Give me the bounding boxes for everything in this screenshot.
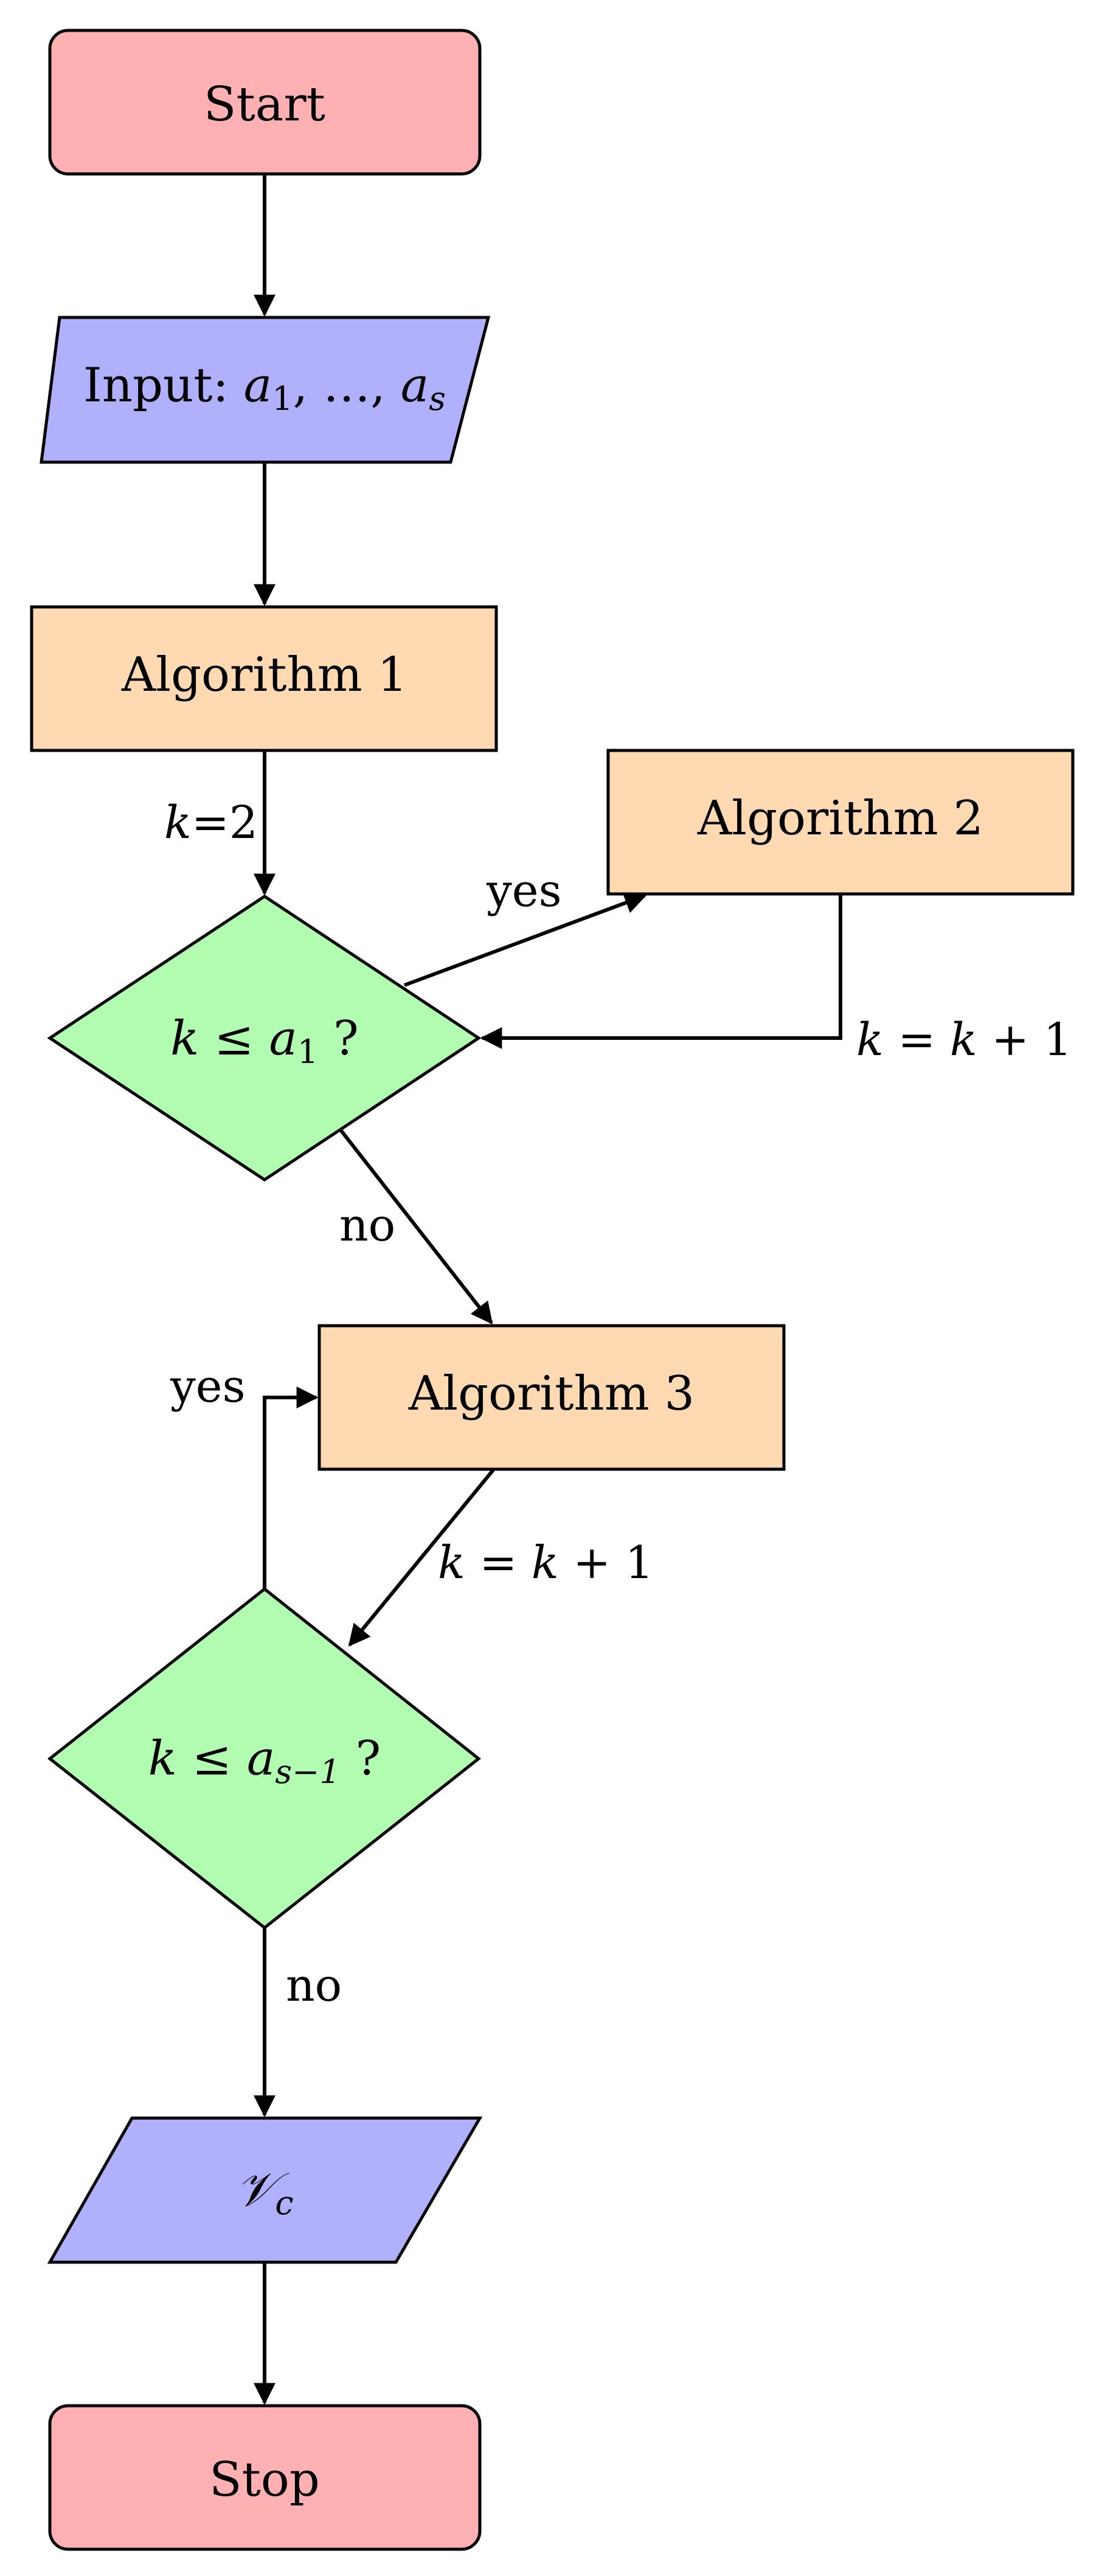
decision-1-node — [47, 895, 482, 1182]
decision-2-a: a — [247, 1731, 275, 1786]
decision-1-label: k ≤ a1 ? — [170, 1011, 359, 1071]
edge-label-no-1: no — [339, 1199, 395, 1252]
algorithm-2-node — [606, 749, 1075, 896]
input-as: a — [401, 358, 429, 413]
algorithm-2-label: Algorithm 2 — [697, 791, 983, 846]
output-node — [47, 2116, 483, 2264]
decision-2-q: ? — [341, 1731, 381, 1786]
edge-alg3-dec2 — [348, 1468, 496, 1647]
input-label: Input: a1, …, as — [83, 358, 446, 418]
decision-1-q: ? — [318, 1011, 359, 1066]
edge-label-yes-1: yes — [486, 865, 562, 917]
edge-label-inc1-rest: + 1 — [977, 1014, 1072, 1066]
decision-1-op: ≤ — [199, 1011, 269, 1066]
edge-alg2-dec1-loop — [480, 894, 842, 1049]
decision-2-label: k ≤ as−1 ? — [148, 1731, 381, 1791]
input-a1-sub: 1 — [272, 379, 293, 418]
edge-label-inc2-k: k — [438, 1537, 465, 1589]
decision-1-k: k — [170, 1011, 199, 1066]
edge-label-yes-2: yes — [170, 1360, 246, 1413]
stop-label: Stop — [209, 2453, 320, 2507]
decision-1-a: a — [269, 1011, 297, 1066]
input-sep: , …, — [293, 358, 401, 413]
input-a1: a — [244, 358, 272, 413]
edge-label-init-k: k — [164, 797, 192, 849]
input-prefix: Input: — [83, 358, 244, 413]
edge-dec1-alg3-no — [339, 1129, 493, 1324]
algorithm-3-node — [317, 1324, 786, 1471]
decision-2-a-sub: s−1 — [275, 1753, 340, 1791]
input-node — [40, 316, 491, 464]
start-label: Start — [204, 77, 325, 132]
edge-label-inc1-eq: = — [884, 1014, 950, 1066]
decision-2-op: ≤ — [177, 1731, 247, 1786]
edge-label-init-rest: =2 — [192, 797, 258, 849]
output-v-sub: c — [275, 2184, 293, 2222]
input-as-sub: s — [429, 379, 446, 418]
edge-label-inc1-k: k — [856, 1014, 884, 1066]
algorithm-3-label: Algorithm 3 — [408, 1366, 695, 1421]
edge-label-inc1-k2: k — [950, 1014, 977, 1066]
algorithm-1-node — [30, 605, 498, 752]
stop-node — [48, 2404, 482, 2551]
edge-label-inc2-k2: k — [532, 1537, 559, 1589]
edge-label-increment-1: k = k + 1 — [856, 1014, 1072, 1066]
edge-label-init: k=2 — [164, 797, 258, 849]
edge-label-inc2-rest: + 1 — [559, 1537, 654, 1589]
edge-dec1-alg2-yes — [403, 892, 647, 987]
decision-1-a-sub: 1 — [297, 1033, 318, 1071]
edge-label-no-2: no — [286, 1959, 342, 2012]
decision-2-k: k — [148, 1731, 177, 1786]
algorithm-1-label: Algorithm 1 — [121, 648, 407, 702]
edge-label-inc2-eq: = — [465, 1537, 532, 1589]
edge-dec2-alg3-yes — [263, 1387, 319, 1589]
edge-label-increment-2: k = k + 1 — [438, 1537, 654, 1589]
